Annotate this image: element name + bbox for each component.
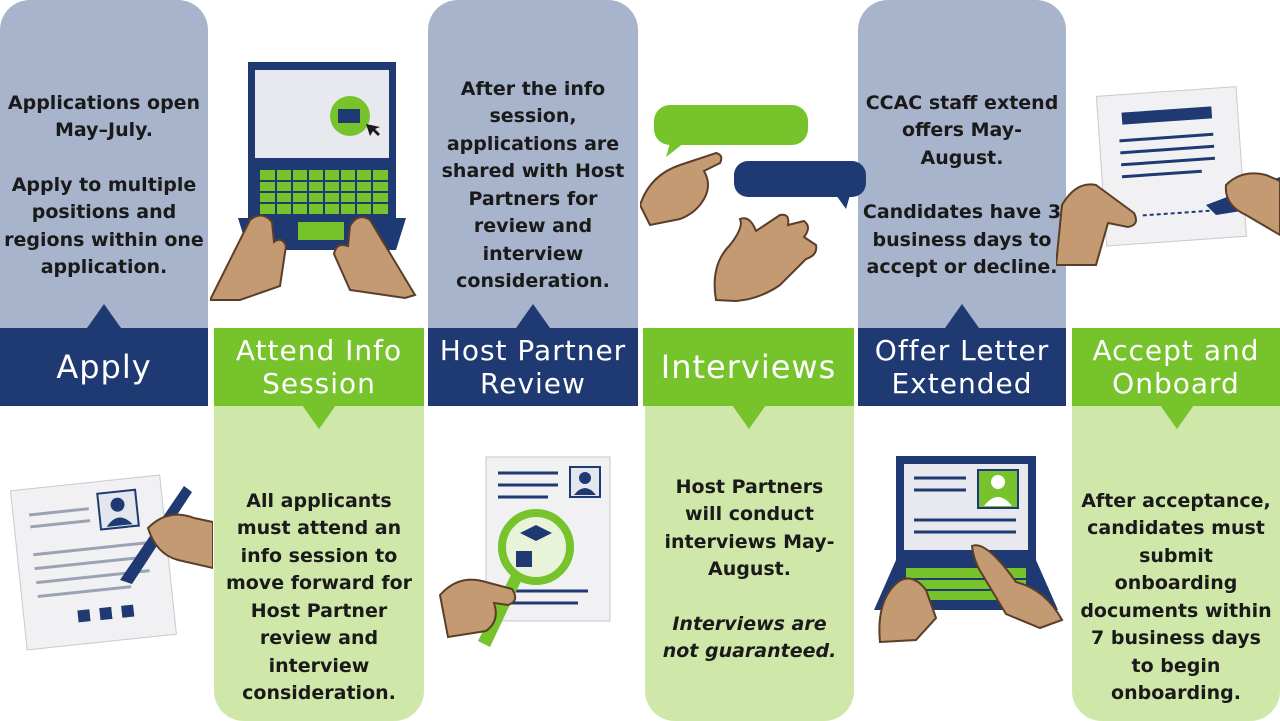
- offer-top-card: [858, 0, 1066, 328]
- info-session-description: All applicants must attend an info sessi…: [225, 489, 413, 705]
- interviews-label: Interviews: [643, 328, 854, 406]
- host-review-pointer: [516, 304, 550, 328]
- info-session-pointer: [302, 405, 336, 429]
- magnifier-resume-icon: [438, 456, 611, 647]
- apply-pointer: [87, 304, 121, 328]
- resume-signing-icon: [9, 474, 213, 651]
- apply-description: Applications open May–July. Apply to mul…: [4, 91, 204, 279]
- host-review-description: After the info session, applications are…: [441, 77, 625, 293]
- offer-description: CCAC staff extend offers May-August. Can…: [862, 91, 1062, 279]
- onboard-description: After acceptance, candidates must submit…: [1080, 489, 1272, 705]
- interviews-pointer: [732, 405, 766, 429]
- offer-pointer: [945, 304, 979, 328]
- onboard-pointer: [1160, 405, 1194, 429]
- apply-top-card: [0, 0, 208, 328]
- apply-label: Apply: [0, 328, 208, 406]
- laptop-profile-icon: [874, 456, 1064, 644]
- info-session-bottom-card: [214, 405, 424, 721]
- interviews-bottom-card: [645, 405, 854, 721]
- interviews-note: Interviews are not guaranteed.: [662, 612, 837, 663]
- interviews-description: Host Partners will conduct interviews Ma…: [655, 446, 844, 693]
- contract-signing-icon: [1056, 86, 1280, 266]
- chat-bubbles-icon: [640, 105, 866, 303]
- host-review-top-card: [428, 0, 638, 328]
- onboard-bottom-card: [1072, 405, 1280, 721]
- laptop-typing-icon: [210, 62, 417, 301]
